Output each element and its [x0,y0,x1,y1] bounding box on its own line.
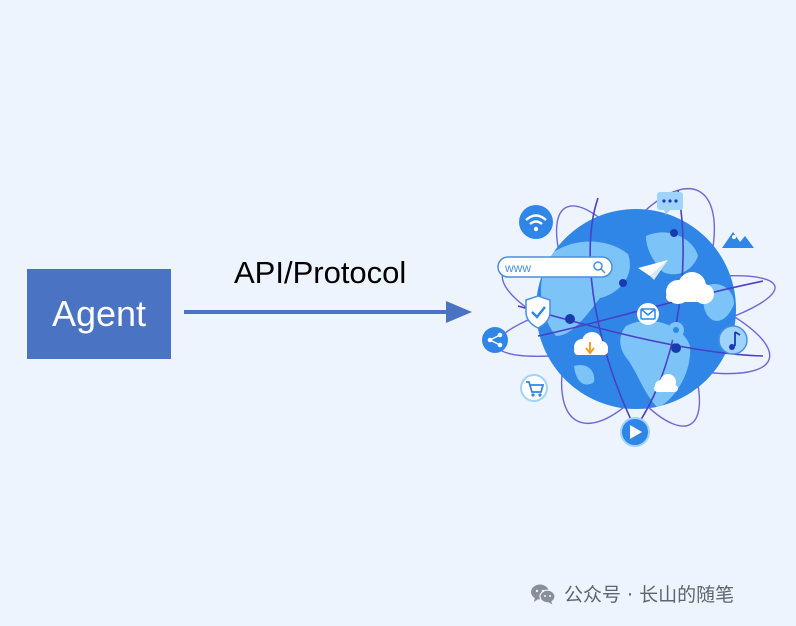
globe-illustration: www [482,187,776,447]
connection-arrow [184,301,472,323]
paper-plane-icon [638,260,668,280]
wechat-icon [531,584,556,604]
agent-label: Agent [51,293,147,334]
connection-label: API/Protocol [234,255,407,290]
search-bar-icon: www [497,256,613,278]
shopping-cart-icon [520,374,548,402]
music-note-icon [718,325,748,355]
chat-icon [657,192,683,215]
mail-icon [637,303,659,325]
cloud-icon [666,272,714,304]
watermark-text: 公众号 · 长山的随笔 [564,584,735,606]
mountain-image-icon [722,232,754,248]
location-pin-icon [668,322,684,344]
search-bar-text: www [504,261,531,275]
cloud-small-icon [654,374,678,392]
agent-box: Agent [27,269,171,359]
shield-check-icon [525,295,551,329]
download-cloud-icon [574,332,608,355]
globe [536,209,736,409]
watermark: 公众号 · 长山的随笔 [530,580,734,607]
play-icon [620,417,650,447]
wifi-icon [519,205,553,239]
share-icon [482,327,508,353]
